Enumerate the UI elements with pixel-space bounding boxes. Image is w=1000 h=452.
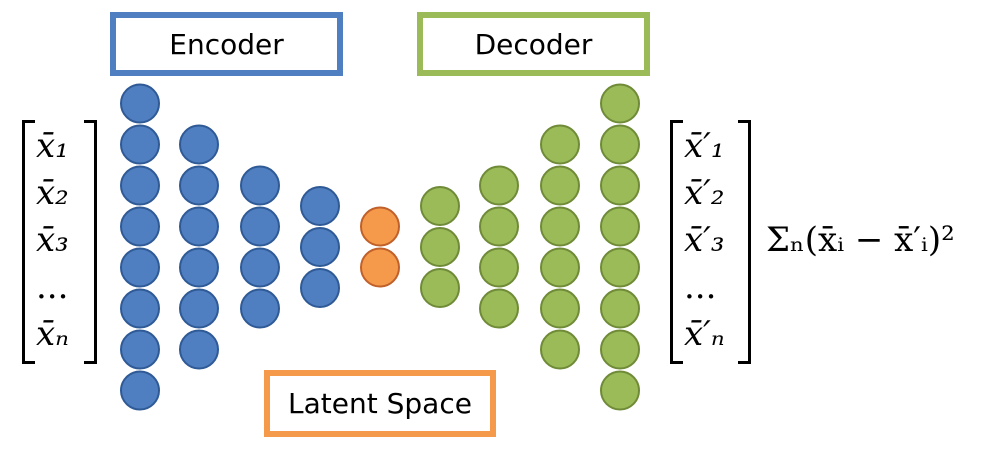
encoder-layer-1-node-7 (120, 329, 160, 370)
encoder-layer-2-node-3 (179, 206, 219, 247)
input-vector: x̄₁ x̄₂ x̄₃ ... x̄ₙ (36, 124, 69, 356)
encoder-layer-3-node-1 (240, 165, 280, 206)
output-vector: x̄′₁ x̄′₂ x̄′₃ ... x̄′ₙ (684, 124, 725, 356)
encoder-layer-1-node-2 (120, 124, 160, 165)
output-entry-2: x̄′₂ (684, 173, 725, 213)
output-vector-left-bracket (670, 120, 683, 364)
input-entry-ellipsis: ... (36, 267, 69, 307)
latent-layer-5-node-1 (360, 206, 400, 247)
decoder-layer-8-node-6 (540, 329, 580, 370)
output-entry-n: x̄′ₙ (684, 314, 725, 354)
decoder-layer-9-node-3 (600, 165, 640, 206)
encoder-layer-2-node-2 (179, 165, 219, 206)
output-vector-right-bracket (738, 120, 751, 364)
input-entry-1: x̄₁ (36, 126, 69, 166)
encoder-layer-2-node-5 (179, 288, 219, 329)
reconstruction-loss-formula: Σₙ(x̄ᵢ − x̄′ᵢ)² (766, 220, 955, 260)
decoder-layer-8-node-3 (540, 206, 580, 247)
encoder-layer-4-node-3 (300, 268, 340, 308)
encoder-layer-1-node-1 (120, 83, 160, 124)
decoder-layer-9-node-7 (600, 329, 640, 370)
output-entry-3: x̄′₃ (684, 220, 725, 260)
decoder-layer-9-node-5 (600, 247, 640, 288)
latent-layer-5-node-2 (360, 247, 400, 288)
decoder-layer-7-node-4 (479, 288, 519, 329)
encoder-layer-3-node-3 (240, 247, 280, 288)
decoder-layer-7-node-2 (479, 206, 519, 247)
input-vector-right-bracket (84, 120, 97, 364)
encoder-layer-2-node-1 (179, 124, 219, 165)
latent-space-label-box: Latent Space (264, 370, 496, 437)
encoder-layer-1-node-8 (120, 370, 160, 411)
encoder-layer-4-node-1 (300, 186, 340, 226)
encoder-layer-3-node-2 (240, 206, 280, 247)
decoder-layer-6-node-1 (420, 186, 460, 226)
decoder-layer-9-node-1 (600, 83, 640, 124)
encoder-label-box: Encoder (110, 12, 343, 76)
decoder-layer-8-node-1 (540, 124, 580, 165)
decoder-layer-8-node-4 (540, 247, 580, 288)
decoder-label-box: Decoder (417, 12, 650, 76)
decoder-layer-9-node-4 (600, 206, 640, 247)
decoder-layer-8-node-5 (540, 288, 580, 329)
encoder-layer-3-node-4 (240, 288, 280, 329)
encoder-layer-2-node-4 (179, 247, 219, 288)
input-entry-2: x̄₂ (36, 173, 69, 213)
encoder-layer-1-node-6 (120, 288, 160, 329)
encoder-layer-4-node-2 (300, 227, 340, 267)
encoder-layer-1-node-3 (120, 165, 160, 206)
decoder-layer-9-node-2 (600, 124, 640, 165)
decoder-layer-6-node-2 (420, 227, 460, 267)
encoder-layer-1-node-5 (120, 247, 160, 288)
input-vector-left-bracket (22, 120, 35, 364)
input-entry-3: x̄₃ (36, 220, 69, 260)
decoder-layer-8-node-2 (540, 165, 580, 206)
latent-space-label: Latent Space (288, 387, 472, 420)
decoder-layer-6-node-3 (420, 268, 460, 308)
encoder-layer-2-node-6 (179, 329, 219, 370)
decoder-label: Decoder (474, 27, 593, 61)
decoder-layer-7-node-1 (479, 165, 519, 206)
output-entry-ellipsis: ... (684, 267, 717, 307)
decoder-layer-7-node-3 (479, 247, 519, 288)
encoder-label: Encoder (169, 27, 284, 61)
decoder-layer-9-node-6 (600, 288, 640, 329)
encoder-layer-1-node-4 (120, 206, 160, 247)
decoder-layer-9-node-8 (600, 370, 640, 411)
output-entry-1: x̄′₁ (684, 126, 725, 166)
input-entry-n: x̄ₙ (36, 314, 69, 354)
